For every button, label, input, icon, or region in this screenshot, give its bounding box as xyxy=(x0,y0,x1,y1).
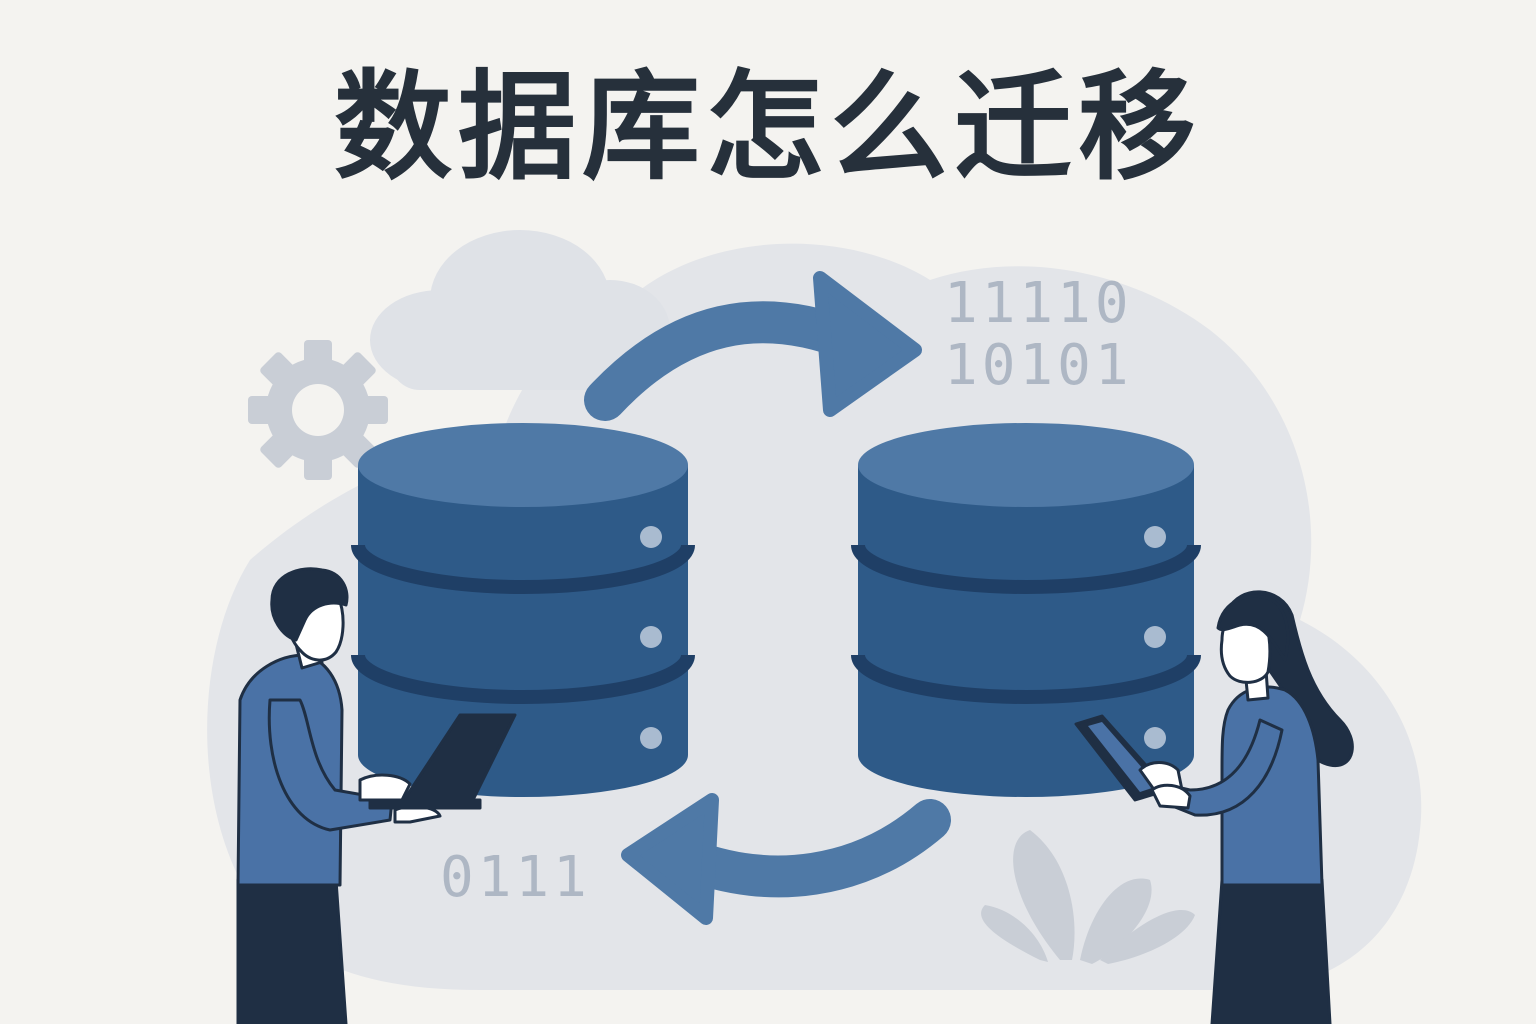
sync-arrow-icon-top xyxy=(584,271,922,421)
plant-icon xyxy=(981,830,1195,964)
person-man-with-laptop xyxy=(236,567,517,1024)
cloud-icon xyxy=(370,230,670,390)
binary-text-bottom: 0111 xyxy=(440,845,591,910)
person-woman-with-tablet xyxy=(1074,590,1354,1024)
binary-text-top-2: 10101 xyxy=(944,333,1133,398)
sync-arrow-icon-bottom xyxy=(621,793,951,925)
page-title: 数据库怎么迁移 xyxy=(333,58,1202,196)
database-icon-target xyxy=(851,423,1201,797)
binary-text-top-1: 11110 xyxy=(944,271,1133,336)
database-icon-source xyxy=(351,423,695,797)
